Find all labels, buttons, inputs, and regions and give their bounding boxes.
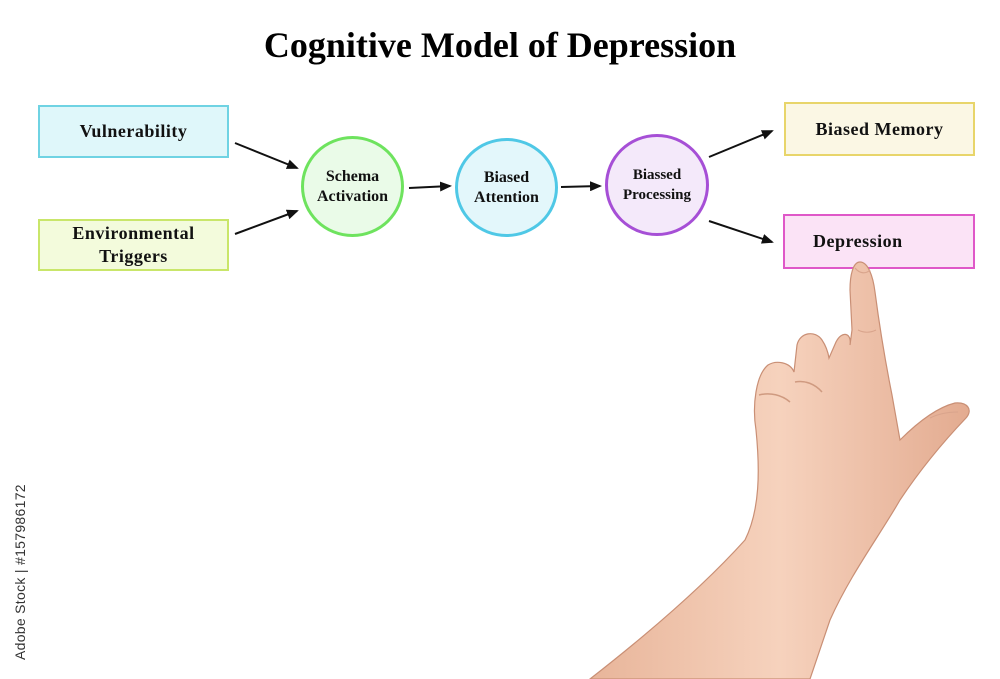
stock-watermark-id: Adobe Stock | #157986172 bbox=[12, 484, 28, 660]
environmental-triggers-box: Environmental Triggers bbox=[38, 219, 229, 271]
schema-activation-line2: Activation bbox=[316, 187, 389, 205]
schema-activation-circle: Schema Activation bbox=[301, 136, 404, 237]
biassed-processing-line1: Biassed bbox=[632, 167, 682, 183]
biassed-processing-line2: Processing bbox=[622, 187, 692, 203]
arrow-triggers-to-schema bbox=[234, 209, 299, 235]
environmental-triggers-line1: Environmental bbox=[72, 223, 195, 243]
biased-memory-label: Biased Memory bbox=[815, 118, 944, 139]
biassed-processing-circle: Biassed Processing bbox=[605, 134, 709, 236]
biased-memory-box: Biased Memory bbox=[784, 102, 975, 156]
depression-box: Depression bbox=[783, 214, 975, 269]
vulnerability-label: Vulnerability bbox=[79, 121, 188, 141]
biased-attention-line2: Attention bbox=[474, 188, 539, 206]
schema-activation-line1: Schema bbox=[325, 167, 380, 185]
arrow-vulnerability-to-schema bbox=[234, 142, 299, 169]
diagram-title: Cognitive Model of Depression bbox=[263, 25, 737, 65]
arrow-processing-to-memory bbox=[708, 130, 774, 158]
arrow-attention-to-processing bbox=[560, 181, 602, 192]
depression-label: Depression bbox=[813, 231, 903, 251]
biased-attention-line1: Biased bbox=[483, 168, 530, 186]
vulnerability-box: Vulnerability bbox=[38, 105, 229, 158]
arrow-processing-to-depression bbox=[708, 220, 774, 244]
environmental-triggers-line2: Triggers bbox=[99, 246, 168, 266]
biased-attention-circle: Biased Attention bbox=[455, 138, 558, 237]
arrow-schema-to-attention bbox=[408, 181, 452, 192]
